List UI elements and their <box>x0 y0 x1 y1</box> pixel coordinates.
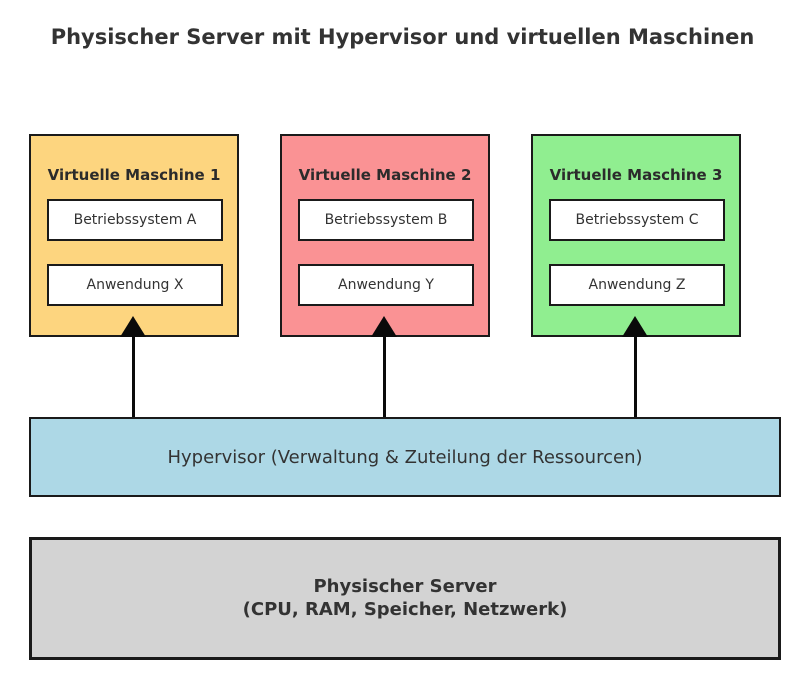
arrow-up-icon <box>371 316 397 337</box>
vm2-title: Virtuelle Maschine 2 <box>298 166 472 184</box>
hypervisor-box: Hypervisor (Verwaltung & Zuteilung der R… <box>29 417 781 497</box>
vm3-box: Virtuelle Maschine 3 Betriebssystem C An… <box>531 134 741 337</box>
arrow-line-to-vm3 <box>634 336 637 417</box>
server-label-line2: (CPU, RAM, Speicher, Netzwerk) <box>242 598 568 620</box>
server-label-line1: Physischer Server <box>313 576 497 597</box>
vm3-title: Virtuelle Maschine 3 <box>549 166 723 184</box>
arrow-line-to-vm1 <box>132 336 135 417</box>
vm2-box: Virtuelle Maschine 2 Betriebssystem B An… <box>280 134 490 337</box>
vm1-box: Virtuelle Maschine 1 Betriebssystem A An… <box>29 134 239 337</box>
vm1-title: Virtuelle Maschine 1 <box>47 166 221 184</box>
vm3-os-box: Betriebssystem C <box>549 199 725 241</box>
vm3-app-box: Anwendung Z <box>549 264 725 306</box>
vm1-app-box: Anwendung X <box>47 264 223 306</box>
arrow-up-icon <box>120 316 146 337</box>
vm2-os-box: Betriebssystem B <box>298 199 474 241</box>
page-title: Physischer Server mit Hypervisor und vir… <box>50 25 755 49</box>
vm2-app-box: Anwendung Y <box>298 264 474 306</box>
arrow-up-icon <box>622 316 648 337</box>
vm1-os-box: Betriebssystem A <box>47 199 223 241</box>
arrow-line-to-vm2 <box>383 336 386 417</box>
physical-server-box: Physischer Server (CPU, RAM, Speicher, N… <box>29 537 781 660</box>
hypervisor-label: Hypervisor (Verwaltung & Zuteilung der R… <box>167 446 643 468</box>
